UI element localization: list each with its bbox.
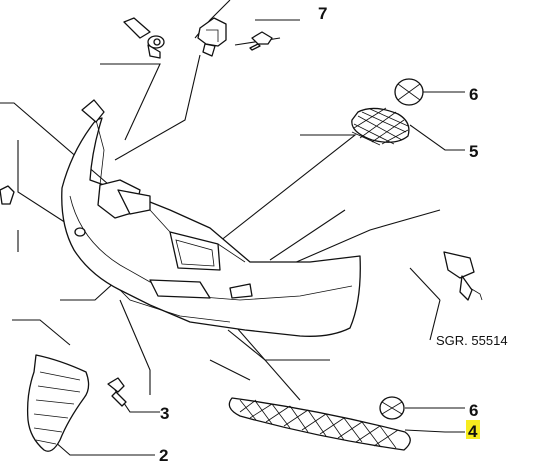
callout-7: 7 (318, 4, 327, 23)
lower-grille (228, 397, 411, 451)
callout-6-bottom: 6 (469, 401, 478, 420)
left-clip (0, 185, 15, 205)
clip-fastener (197, 17, 227, 57)
screw-top (123, 17, 165, 59)
fog-light-part (443, 251, 483, 301)
emblem-top (394, 78, 424, 106)
callout-5: 5 (469, 142, 478, 161)
callout-2: 2 (159, 446, 168, 465)
screw-lower (107, 377, 127, 407)
callout-3: 3 (160, 404, 169, 423)
reference-code: SGR. 55514 (436, 333, 508, 348)
front-bumper (61, 99, 361, 337)
callout-4: 4 (468, 422, 478, 441)
callout-labels: 7 6 5 3 6 4 2 SGR. 55514 (159, 4, 508, 465)
callout-4-highlight (466, 420, 480, 439)
upper-grille (351, 107, 410, 146)
lower-bracket (26, 354, 90, 452)
callout-6-top: 6 (469, 85, 478, 104)
emblem-bottom (379, 396, 405, 420)
small-screw (249, 31, 273, 51)
